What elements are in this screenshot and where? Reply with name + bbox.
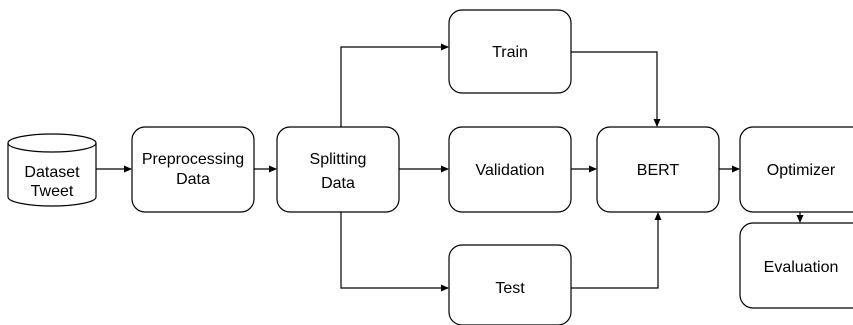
train-node: Train (448, 9, 572, 94)
arrow-test-to-bert (571, 212, 662, 289)
evaluation-node: Evaluation (739, 222, 853, 309)
dataset-label-line2: Tweet (31, 183, 74, 200)
splitting-node: Splitting Data (276, 126, 400, 213)
dataset-node: Dataset Tweet (7, 133, 97, 207)
arrow-splitting-to-train (340, 43, 449, 127)
optimizer-node: Optimizer (739, 126, 853, 213)
arrow-splitting-to-test (340, 212, 449, 292)
bert-node: BERT (596, 126, 720, 213)
evaluation-label: Evaluation (764, 259, 839, 276)
validation-label: Validation (475, 162, 544, 179)
validation-node: Validation (448, 126, 572, 213)
splitting-label-line1: Splitting (310, 151, 367, 168)
bert-label: BERT (637, 162, 680, 179)
preprocessing-label-line1: Preprocessing (142, 151, 244, 168)
test-label: Test (495, 280, 525, 297)
test-node: Test (448, 244, 572, 325)
train-label: Train (492, 44, 528, 61)
optimizer-label: Optimizer (767, 162, 836, 179)
arrow-train-to-bert (571, 51, 661, 127)
dataset-label-line1: Dataset (24, 164, 80, 181)
preprocessing-node: Preprocessing Data (131, 126, 255, 213)
splitting-label-line2: Data (321, 175, 355, 192)
preprocessing-label-line2: Data (176, 171, 210, 188)
